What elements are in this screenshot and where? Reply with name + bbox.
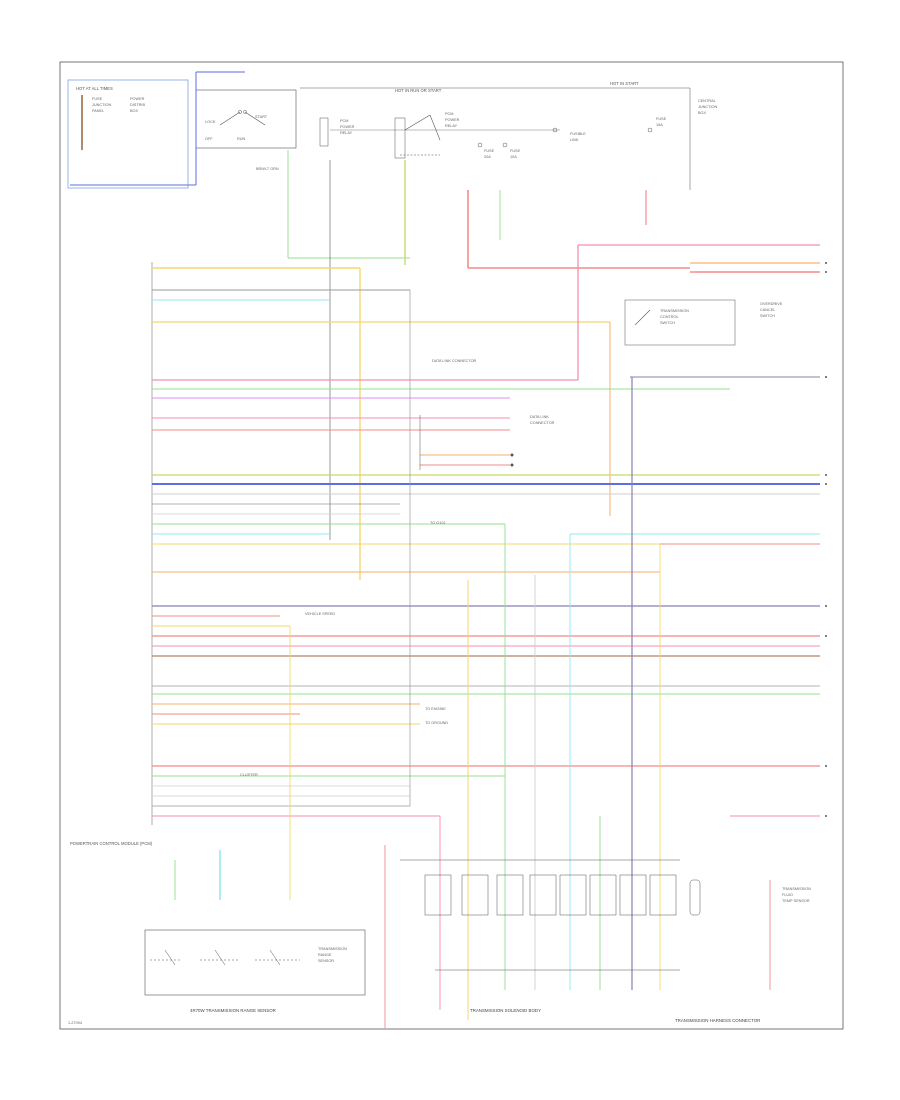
svg-text:TRANSMISSION: TRANSMISSION (318, 947, 347, 951)
svg-text:DATA LINK: DATA LINK (530, 415, 549, 419)
svg-text:FUSIBLE: FUSIBLE (570, 132, 586, 136)
svg-text:FUSE: FUSE (510, 149, 521, 153)
svg-text:CONNECTOR: CONNECTOR (530, 421, 555, 425)
fuse-group-top: PCM POWER RELAY PCM POWER RELAY FUSE 20A… (319, 99, 717, 159)
range-sensor-caption: 4R70W TRANSMISSION RANGE SENSOR (190, 1008, 276, 1013)
svg-text:SWITCH: SWITCH (760, 314, 775, 318)
svg-text:15A: 15A (656, 123, 663, 127)
svg-text:FLUID: FLUID (782, 893, 793, 897)
svg-text:10A: 10A (510, 155, 517, 159)
svg-text:CLUSTER: CLUSTER (240, 773, 258, 777)
top-right-note: HOT IN START (610, 81, 639, 86)
svg-text:BOX: BOX (698, 111, 706, 115)
solenoid-body: TRANSMISSION SOLENOID BODY (400, 859, 701, 1013)
harness-caption: TRANSMISSION HARNESS CONNECTOR (675, 1018, 760, 1023)
range-sensor: TRANSMISSION RANGE SENSOR 4R70W TRANSMIS… (144, 929, 366, 1013)
svg-text:DISTRIB: DISTRIB (130, 103, 145, 107)
svg-text:POWER: POWER (130, 97, 145, 101)
svg-text:JUNCTION: JUNCTION (92, 103, 111, 107)
footer-code: 1-27094 (68, 1021, 82, 1025)
svg-text:PCM: PCM (340, 119, 348, 123)
diagram-frame (59, 61, 844, 1030)
svg-text:CANCEL: CANCEL (760, 308, 775, 312)
svg-text:OFF: OFF (205, 137, 213, 141)
svg-text:START: START (255, 115, 268, 119)
svg-text:POWER: POWER (340, 125, 355, 129)
svg-text:FUSE: FUSE (484, 149, 495, 153)
svg-text:DATA LINK CONNECTOR: DATA LINK CONNECTOR (432, 359, 477, 363)
pcm-connector: POWERTRAIN CONTROL MODULE (PCM) (70, 262, 153, 846)
top-mid-note: HOT IN RUN OR START (395, 88, 442, 93)
svg-text:TO G101: TO G101 (430, 521, 446, 525)
data-link-connector: DATA LINK CONNECTOR DATA LINK CONNECTOR (419, 359, 555, 470)
transmission-range-switch: TRANSMISSION CONTROL SWITCH OVERDRIVE CA… (624, 299, 783, 346)
svg-text:SENSOR: SENSOR (318, 959, 334, 963)
svg-text:CENTRAL: CENTRAL (698, 99, 716, 103)
svg-text:OVERDRIVE: OVERDRIVE (760, 302, 783, 306)
svg-text:RANGE: RANGE (318, 953, 332, 957)
harness-connector: TRANSMISSION FLUID TEMP SENSOR TRANSMISS… (675, 887, 811, 1023)
svg-text:RUN: RUN (237, 137, 245, 141)
svg-text:20A: 20A (484, 155, 491, 159)
svg-text:TRANSMISSION: TRANSMISSION (660, 309, 689, 313)
svg-text:LINK: LINK (570, 138, 579, 142)
svg-text:TRANSMISSION: TRANSMISSION (782, 887, 811, 891)
svg-text:RELAY: RELAY (445, 124, 458, 128)
fuse-panel: HOT AT ALL TIMES FUSE JUNCTION PANEL POW… (67, 79, 189, 189)
svg-text:RELAY: RELAY (340, 131, 353, 135)
svg-text:FUSE: FUSE (92, 97, 103, 101)
solenoid-body-caption: TRANSMISSION SOLENOID BODY (470, 1008, 541, 1013)
svg-text:POWER: POWER (445, 118, 460, 122)
svg-text:TEMP SENSOR: TEMP SENSOR (782, 899, 810, 903)
svg-text:PANEL: PANEL (92, 109, 104, 113)
svg-text:TO ENGINE: TO ENGINE (425, 707, 446, 711)
vertical-drops (174, 290, 771, 1028)
svg-text:BRN/LT GRN: BRN/LT GRN (256, 167, 279, 171)
svg-text:SWITCH: SWITCH (660, 321, 675, 325)
top-left-note: HOT AT ALL TIMES (76, 86, 113, 91)
svg-text:JUNCTION: JUNCTION (698, 105, 717, 109)
svg-text:LOCK: LOCK (205, 120, 216, 124)
pcm-module-title: POWERTRAIN CONTROL MODULE (PCM) (70, 841, 153, 846)
svg-text:CONTROL: CONTROL (660, 315, 679, 319)
edge-markers (825, 262, 827, 817)
svg-text:BOX: BOX (130, 109, 138, 113)
ignition-switch: LOCK START OFF RUN BRN/LT GRN (70, 71, 297, 186)
signal-wires (152, 244, 820, 817)
svg-text:TO GROUND: TO GROUND (425, 721, 448, 725)
svg-text:FUSE: FUSE (656, 117, 667, 121)
svg-text:PCM: PCM (445, 112, 453, 116)
svg-text:VEHICLE SPEED: VEHICLE SPEED (305, 612, 335, 616)
